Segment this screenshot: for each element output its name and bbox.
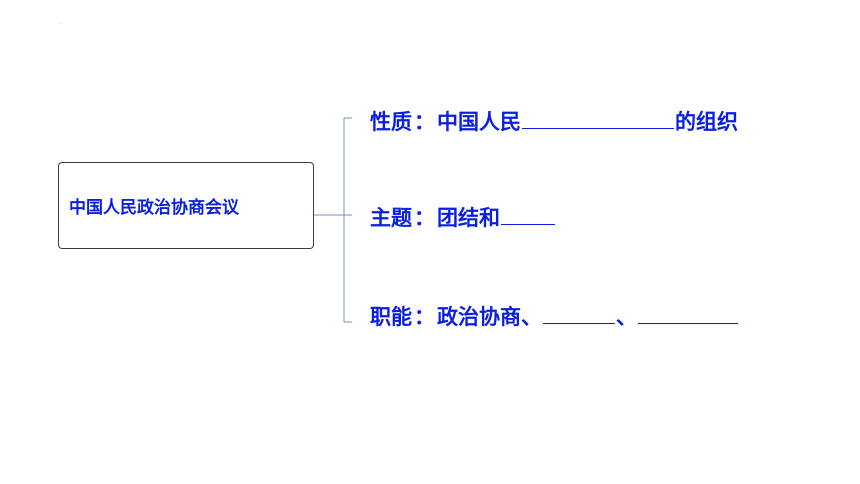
item-nature-label: 性质: [370, 110, 412, 134]
item-nature: 性质 ： 中国人民 的组织: [370, 108, 738, 135]
item-theme: 主题 ： 团结和: [370, 204, 556, 231]
item-function: 职能 ： 政治协商、 、: [370, 303, 739, 330]
item-theme-text-before: 团结和: [437, 206, 500, 230]
item-nature-separator: ：: [414, 110, 435, 134]
topic-title: 中国人民政治协商会议: [69, 198, 239, 218]
item-function-blank-1[interactable]: [543, 303, 615, 324]
item-theme-separator: ：: [414, 206, 435, 230]
topic-box: 中国人民政治协商会议: [58, 162, 314, 249]
item-theme-blank[interactable]: [501, 204, 555, 225]
item-function-text-before: 政治协商、: [437, 305, 542, 329]
item-function-text-middle: 、: [616, 305, 637, 329]
corner-mark: ·: [60, 21, 62, 28]
item-function-separator: ：: [414, 305, 435, 329]
item-function-blank-2[interactable]: [638, 303, 738, 324]
item-function-label: 职能: [370, 305, 412, 329]
item-nature-blank[interactable]: [522, 108, 674, 129]
item-theme-label: 主题: [370, 206, 412, 230]
item-nature-text-after: 的组织: [675, 110, 738, 134]
item-nature-text-before: 中国人民: [437, 110, 521, 134]
